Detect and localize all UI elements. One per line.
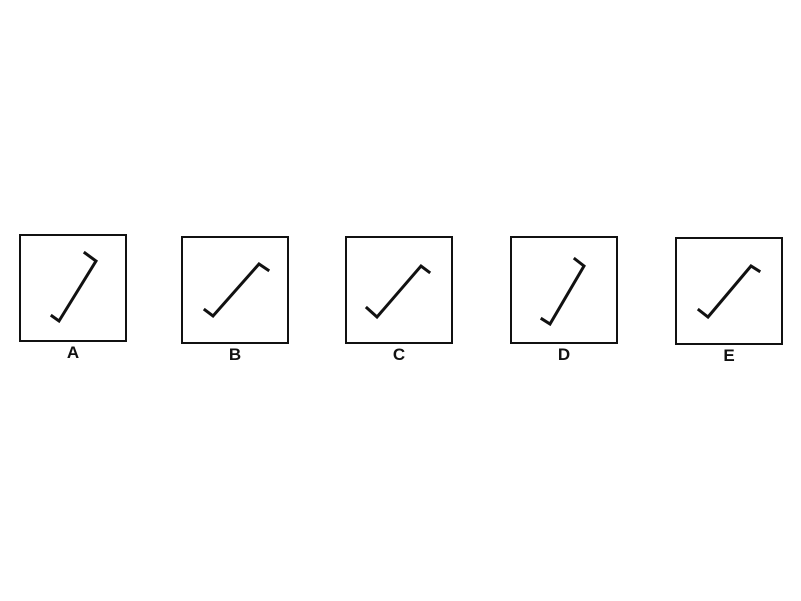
option-c-label: C <box>392 345 406 364</box>
option-e-box[interactable] <box>675 237 783 345</box>
option-a[interactable]: A <box>19 234 129 362</box>
option-d-box[interactable] <box>510 236 618 344</box>
option-d[interactable]: D <box>510 236 620 364</box>
option-a-box[interactable] <box>19 234 127 342</box>
option-b-label: B <box>228 345 242 364</box>
option-b-figure <box>202 262 271 319</box>
option-e[interactable]: E <box>675 237 785 365</box>
option-d-figure <box>539 256 586 327</box>
option-c-figure <box>364 263 432 320</box>
option-a-figure <box>49 250 99 324</box>
option-e-label: E <box>723 346 735 365</box>
option-b-box[interactable] <box>181 236 289 344</box>
option-b[interactable]: B <box>181 236 291 364</box>
option-d-label: D <box>557 345 571 364</box>
option-a-label: A <box>66 343 80 362</box>
option-c[interactable]: C <box>345 236 455 364</box>
option-e-figure <box>696 264 762 320</box>
option-c-box[interactable] <box>345 236 453 344</box>
